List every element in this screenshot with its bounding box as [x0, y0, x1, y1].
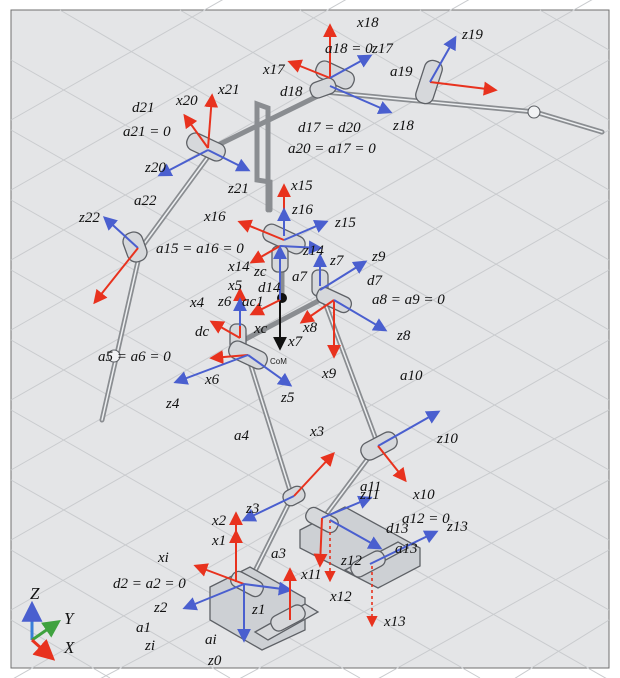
- right-hand: [527, 105, 541, 119]
- label-x2: x2: [211, 513, 227, 529]
- label-z17: z17: [371, 41, 394, 57]
- label-z19: z19: [461, 27, 483, 43]
- label-a15-eq: a15 = a16 = 0: [156, 241, 244, 257]
- label-a7: a7: [292, 269, 309, 285]
- joint-i: [270, 604, 306, 632]
- label-a22: a22: [134, 193, 157, 209]
- label-dc: dc: [195, 324, 210, 340]
- left-elbow: [107, 349, 121, 363]
- label-z11: z11: [359, 487, 380, 503]
- label-x11: x11: [300, 567, 322, 583]
- label-x17: x17: [262, 62, 286, 78]
- label-z22: z22: [78, 210, 100, 226]
- label-z5: z5: [280, 390, 295, 406]
- label-x1: x1: [211, 533, 226, 549]
- label-x4: x4: [189, 295, 205, 311]
- label-x16: x16: [203, 209, 226, 225]
- label-x12: x12: [329, 589, 352, 605]
- world-x-label: X: [63, 638, 75, 657]
- label-com: CoM: [270, 357, 287, 366]
- label-a11: a11: [360, 479, 381, 495]
- label-x5: x5: [227, 278, 243, 294]
- label-z21: z21: [227, 181, 249, 197]
- label-z9: z9: [371, 249, 386, 265]
- world-x-axis: [30, 638, 56, 661]
- label-z8: z8: [396, 328, 411, 344]
- label-x15: x15: [290, 178, 313, 194]
- label-zi: zi: [144, 638, 155, 654]
- label-x7: x7: [287, 334, 304, 350]
- viewport-background: [10, 9, 610, 669]
- world-y-axis: [31, 619, 61, 642]
- label-x20: x20: [175, 93, 198, 109]
- label-x8: x8: [302, 320, 318, 336]
- label-z4: z4: [165, 396, 180, 412]
- frame-labels: x18 a18 = 0 z17 z19 x17 a19 d18 z18 d21 …: [78, 15, 483, 669]
- label-a20-eq: a20 = a17 = 0: [288, 141, 376, 157]
- label-z15: z15: [334, 215, 356, 231]
- joint-13: [350, 550, 386, 578]
- label-z7: z7: [329, 253, 345, 269]
- label-d13: d13: [386, 521, 409, 537]
- label-zc: zc: [253, 264, 267, 280]
- label-x3: x3: [309, 424, 324, 440]
- shoulder-link: [211, 87, 333, 150]
- label-z2: z2: [153, 600, 168, 616]
- label-z20: z20: [144, 160, 166, 176]
- label-z10: z10: [436, 431, 458, 447]
- label-x13: x13: [383, 614, 406, 630]
- label-x10: x10: [412, 487, 435, 503]
- label-x21: x21: [217, 82, 240, 98]
- label-z6: z6: [217, 294, 232, 310]
- label-z13: z13: [446, 519, 468, 535]
- label-x9: x9: [321, 366, 337, 382]
- label-d21: d21: [132, 100, 155, 116]
- label-a3: a3: [271, 546, 286, 562]
- label-d18: d18: [280, 84, 303, 100]
- label-xc: xc: [253, 321, 268, 337]
- label-z3: z3: [245, 501, 259, 517]
- label-a12-eq: a12 = 0: [402, 511, 450, 527]
- label-a1: a1: [136, 620, 151, 636]
- label-z12: z12: [340, 553, 362, 569]
- label-x14: x14: [227, 259, 250, 275]
- label-ac1: ac1: [242, 294, 264, 310]
- label-a10: a10: [400, 368, 423, 384]
- world-z-label: Z: [30, 584, 40, 603]
- label-a13: a13: [395, 541, 418, 557]
- label-ai: ai: [205, 632, 217, 648]
- label-z16: z16: [291, 202, 313, 218]
- label-d17-eq: d17 = d20: [298, 120, 361, 136]
- label-z18: z18: [392, 118, 414, 134]
- label-a4: a4: [234, 428, 250, 444]
- label-a18-eq: a18 = 0: [325, 41, 373, 57]
- frame-axes: [93, 23, 498, 643]
- world-axis-triad: Z Y X: [21, 584, 75, 661]
- label-x6: x6: [204, 372, 220, 388]
- world-y-label: Y: [64, 609, 75, 628]
- label-z1: z1: [251, 602, 265, 618]
- label-a21-eq: a21 = 0: [123, 124, 171, 140]
- torso-frame-link: [254, 100, 273, 213]
- label-a5-eq: a5 = a6 = 0: [98, 349, 171, 365]
- label-d14: d14: [258, 280, 281, 296]
- pelvis-link: [241, 297, 323, 343]
- joint-18: [309, 77, 337, 99]
- label-z14: z14: [302, 243, 324, 259]
- label-a8-eq: a8 = a9 = 0: [372, 292, 445, 308]
- label-d7: d7: [367, 273, 384, 289]
- label-z0: z0: [207, 653, 222, 669]
- label-d2-eq: d2 = a2 = 0: [113, 576, 186, 592]
- label-x18: x18: [356, 15, 379, 31]
- label-xi: xi: [157, 550, 169, 566]
- label-a19: a19: [390, 64, 413, 80]
